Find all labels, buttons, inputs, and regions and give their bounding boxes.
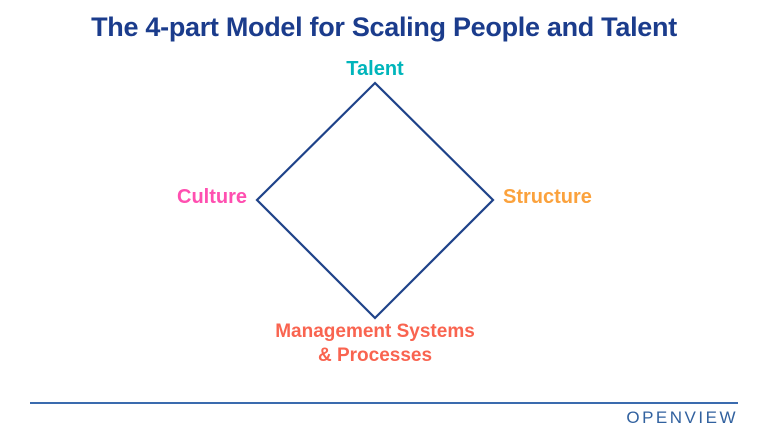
management-label-line-1: Management Systems xyxy=(275,321,475,342)
node-label-culture: Culture xyxy=(177,186,247,208)
node-label-talent: Talent xyxy=(346,58,404,80)
slide-title: The 4-part Model for Scaling People and … xyxy=(91,12,677,42)
node-label-structure: Structure xyxy=(503,186,592,208)
openview-logo: OPENVIEW xyxy=(626,408,738,427)
diamond-shape xyxy=(255,81,495,320)
footer-divider xyxy=(30,402,738,404)
node-label-management-systems: Management Systems & Processes xyxy=(275,320,475,368)
management-label-line-2: & Processes xyxy=(317,345,433,366)
